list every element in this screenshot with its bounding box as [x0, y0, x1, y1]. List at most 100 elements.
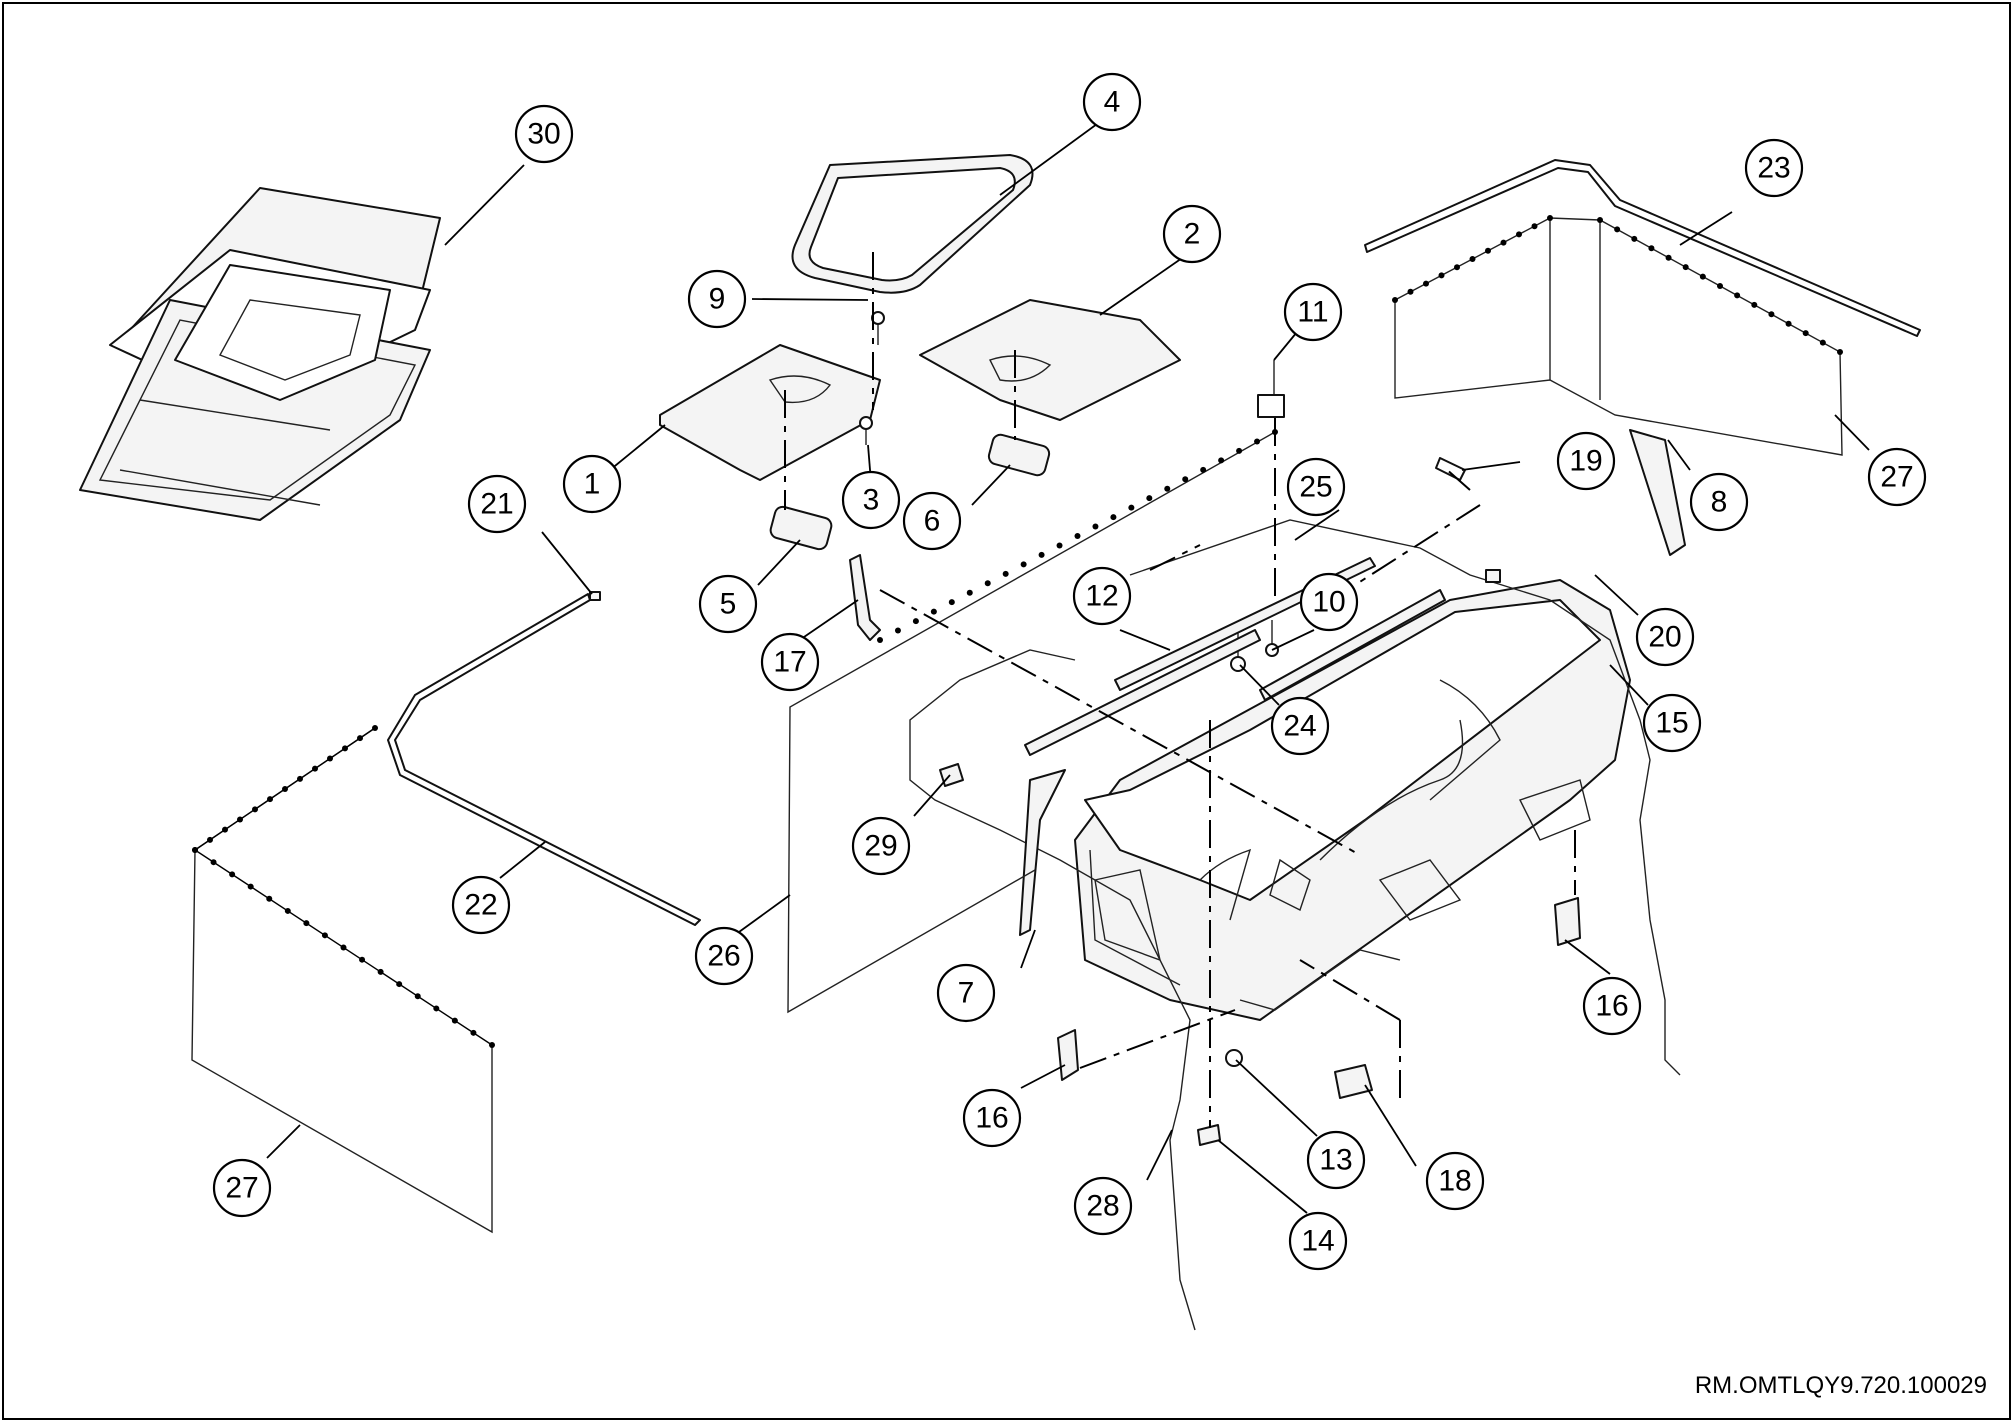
- membrane-sheet-right: [1394, 217, 1843, 456]
- document-id: RM.OMTLQY9.720.100029: [1694, 1372, 1987, 1399]
- callout-label: 15: [1655, 707, 1688, 740]
- stitch-dot: [321, 932, 328, 939]
- callout-label: 11: [1297, 296, 1328, 329]
- callout-label: 20: [1648, 621, 1681, 654]
- stitch-dot: [1110, 514, 1117, 521]
- stitch-dot: [1547, 215, 1553, 221]
- stitch-dot: [1516, 231, 1522, 238]
- stitch-dot: [252, 806, 258, 813]
- callout-29: 29: [851, 816, 911, 876]
- callout-label: 2: [1184, 218, 1201, 251]
- callout-6: 6: [902, 491, 962, 551]
- stitch-dot: [282, 786, 288, 792]
- callout-22: 22: [451, 875, 511, 935]
- stitch-dot: [984, 580, 991, 587]
- callout-label: 3: [863, 484, 880, 517]
- stitch-dot: [1531, 223, 1538, 230]
- stitch-dot: [372, 725, 378, 731]
- callout-label: 6: [924, 505, 941, 538]
- stitch-dot: [237, 816, 243, 823]
- stitch-dot: [1128, 504, 1135, 511]
- stitch-dot: [357, 735, 363, 742]
- stitch-dot: [1020, 561, 1027, 568]
- stitch-dot: [451, 1017, 458, 1024]
- stitch-dot: [1438, 272, 1445, 279]
- stitch-dot: [414, 993, 421, 1000]
- stitch-dot: [266, 895, 273, 902]
- callout-label: 29: [864, 830, 897, 863]
- stitch-dot: [1254, 438, 1261, 445]
- headliner-panel-left: [659, 344, 881, 481]
- leader-lines: [266, 123, 1870, 1214]
- callout-17: 17: [760, 632, 820, 692]
- stitch-dot: [1614, 226, 1621, 233]
- stitch-dot: [948, 599, 955, 606]
- callout-11: 11: [1283, 282, 1343, 342]
- callout-13: 13: [1306, 1130, 1366, 1190]
- stitch-dot: [1469, 256, 1476, 262]
- callout-21: 21: [467, 474, 527, 534]
- callout-15: 15: [1642, 693, 1702, 753]
- callout-9: 9: [687, 269, 747, 329]
- callout-label: 7: [958, 977, 975, 1010]
- stitch-dot: [1682, 264, 1689, 271]
- stitch-dot: [1665, 254, 1672, 261]
- callout-28: 28: [1073, 1176, 1133, 1236]
- stitch-dot: [930, 608, 937, 615]
- callout-label: 13: [1319, 1144, 1352, 1177]
- mounting-bracket: [1629, 429, 1686, 556]
- alignment-lines: [784, 252, 1576, 1128]
- stitch-dot: [207, 836, 213, 843]
- callout-label: 5: [720, 588, 737, 621]
- callout-30: 30: [514, 104, 574, 164]
- overhead-lamp-right: [987, 433, 1051, 477]
- stitch-dot: [1485, 247, 1491, 254]
- callout-1: 1: [562, 454, 622, 514]
- stitch-dot: [966, 589, 973, 596]
- stitch-dot: [222, 826, 228, 833]
- callout-label: 16: [975, 1102, 1008, 1135]
- callout-label: 24: [1283, 710, 1316, 743]
- callout-27b: 27: [1867, 447, 1927, 507]
- stitch-dot: [1768, 311, 1775, 318]
- stitch-dot: [1699, 273, 1706, 280]
- callout-label: 22: [464, 889, 497, 922]
- stitch-dot: [1164, 485, 1171, 492]
- stitch-dot: [1454, 264, 1460, 271]
- callout-label: 4: [1104, 86, 1121, 119]
- stitch-dot: [1146, 495, 1153, 502]
- stitch-dot: [1819, 339, 1826, 346]
- callout-5: 5: [698, 574, 758, 634]
- callout-20: 20: [1635, 607, 1695, 667]
- callout-19: 19: [1556, 431, 1616, 491]
- stitch-dot: [1182, 476, 1189, 483]
- sunroof-frame-assembly: [79, 187, 441, 521]
- stitch-dot: [1631, 235, 1638, 242]
- drain-hose-right: [1129, 519, 1681, 1076]
- callout-4: 4: [1082, 72, 1142, 132]
- callout-label: 8: [1711, 486, 1728, 519]
- callout-label: 21: [480, 488, 513, 521]
- stitch-dot: [312, 765, 318, 772]
- stitch-dot: [1218, 457, 1225, 464]
- stitch-dot: [267, 796, 273, 803]
- stitch-dot: [1734, 292, 1741, 299]
- stitch-dot: [210, 859, 217, 866]
- stitch-dot: [489, 1042, 495, 1048]
- callout-label: 23: [1757, 152, 1790, 185]
- stitch-dot: [284, 907, 291, 914]
- stitch-dot: [433, 1005, 440, 1012]
- callout-14: 14: [1288, 1211, 1348, 1271]
- stitch-dot: [377, 968, 384, 975]
- stitch-dot: [1002, 570, 1009, 577]
- stitch-dot: [912, 618, 919, 625]
- stitch-dot: [1038, 551, 1045, 558]
- stitch-dot: [303, 920, 310, 927]
- callout-23: 23: [1744, 138, 1804, 198]
- stitch-dot: [1407, 288, 1414, 295]
- pillar-trim: [1019, 769, 1066, 936]
- callouts: 1 2 3 4 5 6 7 8 9 10 11 12 13 14 15 16 1…: [212, 72, 1927, 1271]
- stitch-dot: [1074, 533, 1081, 539]
- seal-strip-left: [387, 593, 701, 926]
